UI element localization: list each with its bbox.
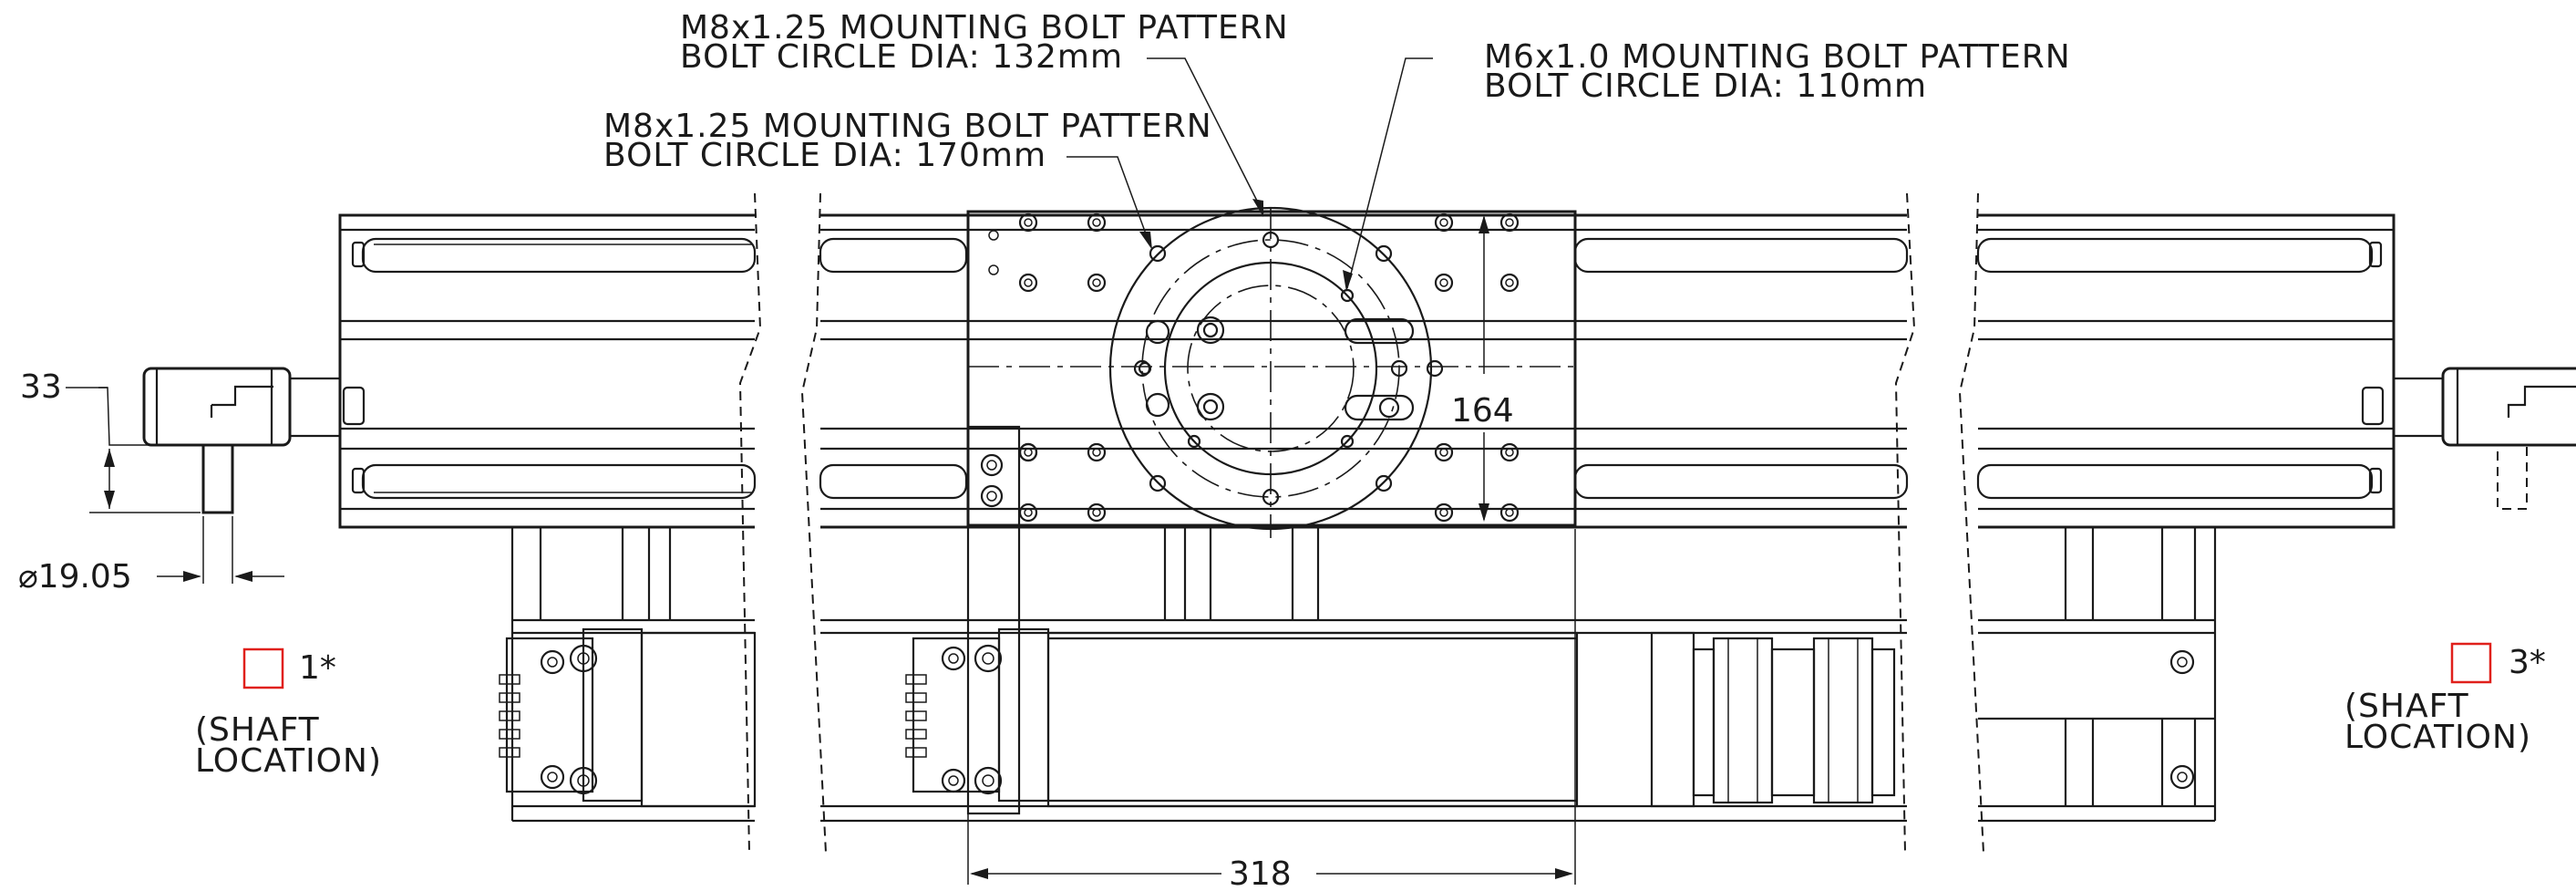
left-end-shaft — [66, 367, 340, 584]
shaft-label-right-line2: LOCATION) — [2344, 719, 2531, 756]
lower-frame — [499, 425, 2217, 885]
dim-shaft-diameter: ⌀19.05 — [18, 558, 132, 596]
dim-carriage-width: 318 — [1229, 855, 1292, 891]
break-lines — [738, 192, 1984, 854]
shaft-marker-box-right — [2450, 642, 2492, 684]
actuator-body — [338, 213, 2396, 529]
shaft-marker-box-left — [242, 648, 284, 689]
right-end-shaft — [2394, 367, 2576, 510]
carriage-corner-holes — [988, 212, 1520, 523]
callout-leaders — [1066, 57, 1433, 292]
shaft-marker-right: 3* — [2509, 644, 2546, 681]
callout-m8-170-line1: M8x1.25 MOUNTING BOLT PATTERN — [603, 108, 1212, 145]
callout-m8-132-line2: BOLT CIRCLE DIA: 132mm — [680, 38, 1123, 76]
shaft-label-left-line1: (SHAFT — [195, 711, 320, 749]
carriage-plate — [966, 206, 1577, 538]
callout-m6-110-line2: BOLT CIRCLE DIA: 110mm — [1484, 67, 1927, 105]
callout-m6-110-line1: M6x1.0 MOUNTING BOLT PATTERN — [1484, 38, 2071, 76]
shaft-marker-left: 1* — [299, 649, 336, 687]
shaft-label-left-line2: LOCATION) — [195, 742, 382, 780]
callout-m8-170-line2: BOLT CIRCLE DIA: 170mm — [603, 137, 1046, 174]
dim-carriage-height: 164 — [1451, 392, 1514, 430]
dim-height-offset: 33 — [20, 368, 62, 406]
shaft-label-right-line1: (SHAFT — [2344, 688, 2469, 725]
callout-m8-132-line1: M8x1.25 MOUNTING BOLT PATTERN — [680, 9, 1289, 47]
